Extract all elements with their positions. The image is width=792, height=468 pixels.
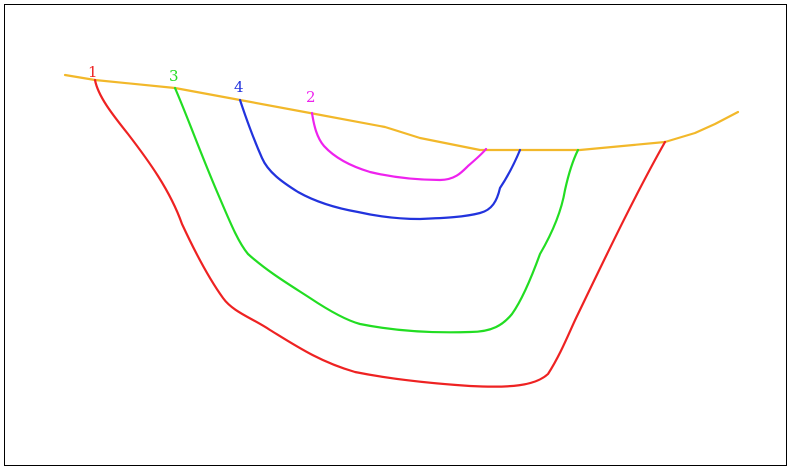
label-2: 2 — [306, 88, 316, 106]
surface-line — [63, 73, 740, 152]
diagram-frame — [4, 4, 787, 466]
label-1: 1 — [88, 63, 98, 81]
label-3: 3 — [169, 67, 179, 85]
label-4: 4 — [234, 78, 244, 96]
curve-2 — [310, 111, 488, 182]
curve-3 — [173, 86, 580, 334]
curve-1 — [93, 78, 667, 388]
curve-4 — [238, 98, 522, 221]
